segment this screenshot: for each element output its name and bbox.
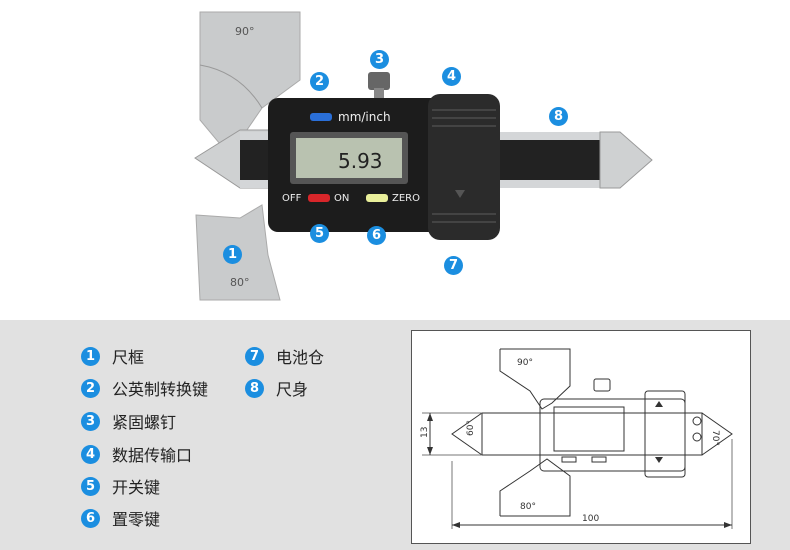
drawing-left-pointer <box>451 412 483 456</box>
callout-5: 5 <box>310 224 329 243</box>
technical-drawing: 90° 80° 60° 70° 13 100 <box>411 330 751 544</box>
gauge-photo: 90° 80° mm/inch 5.93 OFF ON <box>194 11 653 301</box>
drawing-lower-blade <box>499 458 571 517</box>
lcd-value: 5.93 <box>338 149 383 173</box>
mm-inch-button[interactable] <box>310 113 332 121</box>
legend-item-5: 5 开关键 <box>81 474 160 498</box>
battery-compartment <box>428 94 500 240</box>
legend-number: 6 <box>81 508 100 528</box>
drawing-dim-height: 13 <box>420 427 430 438</box>
drawing-beam <box>481 412 703 456</box>
callout-4: 4 <box>442 67 461 86</box>
lcd-display <box>296 138 402 178</box>
drawing-lcd <box>553 406 625 452</box>
legend-item-7: 7 电池仓 <box>245 344 324 368</box>
drawing-screw <box>593 378 611 392</box>
off-label: OFF <box>282 193 302 204</box>
drawing-battery <box>644 390 686 478</box>
legend-number: 8 <box>245 378 264 398</box>
drawing-angle-top: 90° <box>517 358 533 368</box>
right-pointer <box>599 131 653 189</box>
mm-inch-label: mm/inch <box>338 110 391 124</box>
legend-text: 置零键 <box>112 510 161 529</box>
legend-item-2: 2 公英制转换键 <box>81 376 208 400</box>
legend-number: 5 <box>81 476 100 496</box>
legend-item-3: 3 紧固螺钉 <box>81 409 176 433</box>
legend-text: 尺框 <box>112 348 145 367</box>
legend-number: 7 <box>245 346 264 366</box>
callout-7: 7 <box>444 256 463 275</box>
callout-2: 2 <box>310 72 329 91</box>
product-photo-area: 90° 80° mm/inch 5.93 OFF ON <box>194 11 653 301</box>
legend-text: 紧固螺钉 <box>112 413 177 432</box>
legend-text: 公英制转换键 <box>112 380 209 399</box>
drawing-upper-blade <box>499 348 571 410</box>
legend-text: 尺身 <box>276 380 309 399</box>
callout-6: 6 <box>367 226 386 245</box>
legend-item-6: 6 置零键 <box>81 506 160 530</box>
zero-button[interactable] <box>366 194 388 202</box>
drawing-right-pointer <box>701 412 733 456</box>
legend-number: 3 <box>81 411 100 431</box>
drawing-dim-length: 100 <box>582 514 599 524</box>
on-label: ON <box>334 193 349 204</box>
legend-number: 2 <box>81 378 100 398</box>
on-off-button[interactable] <box>308 194 330 202</box>
legend-item-8: 8 尺身 <box>245 376 308 400</box>
photo-angle-top: 90° <box>235 25 255 38</box>
locking-screw[interactable] <box>368 72 390 90</box>
zero-label: ZERO <box>392 193 420 204</box>
legend-text: 电池仓 <box>276 348 325 367</box>
legend-text: 开关键 <box>112 478 161 497</box>
legend-number: 1 <box>81 346 100 366</box>
callout-8: 8 <box>549 107 568 126</box>
legend-number: 4 <box>81 444 100 464</box>
upper-blade <box>199 11 301 151</box>
drawing-angle-left: 60° <box>466 420 476 436</box>
photo-angle-bottom: 80° <box>230 276 250 289</box>
drawing-angle-bottom: 80° <box>520 502 536 512</box>
drawing-angle-right: 70° <box>710 430 720 446</box>
technical-drawing-svg: 90° 80° 60° 70° 13 100 <box>420 348 733 529</box>
legend-item-4: 4 数据传输口 <box>81 442 192 466</box>
callout-1: 1 <box>223 245 242 264</box>
callout-3: 3 <box>370 50 389 69</box>
legend-item-1: 1 尺框 <box>81 344 144 368</box>
legend-text: 数据传输口 <box>112 446 193 465</box>
